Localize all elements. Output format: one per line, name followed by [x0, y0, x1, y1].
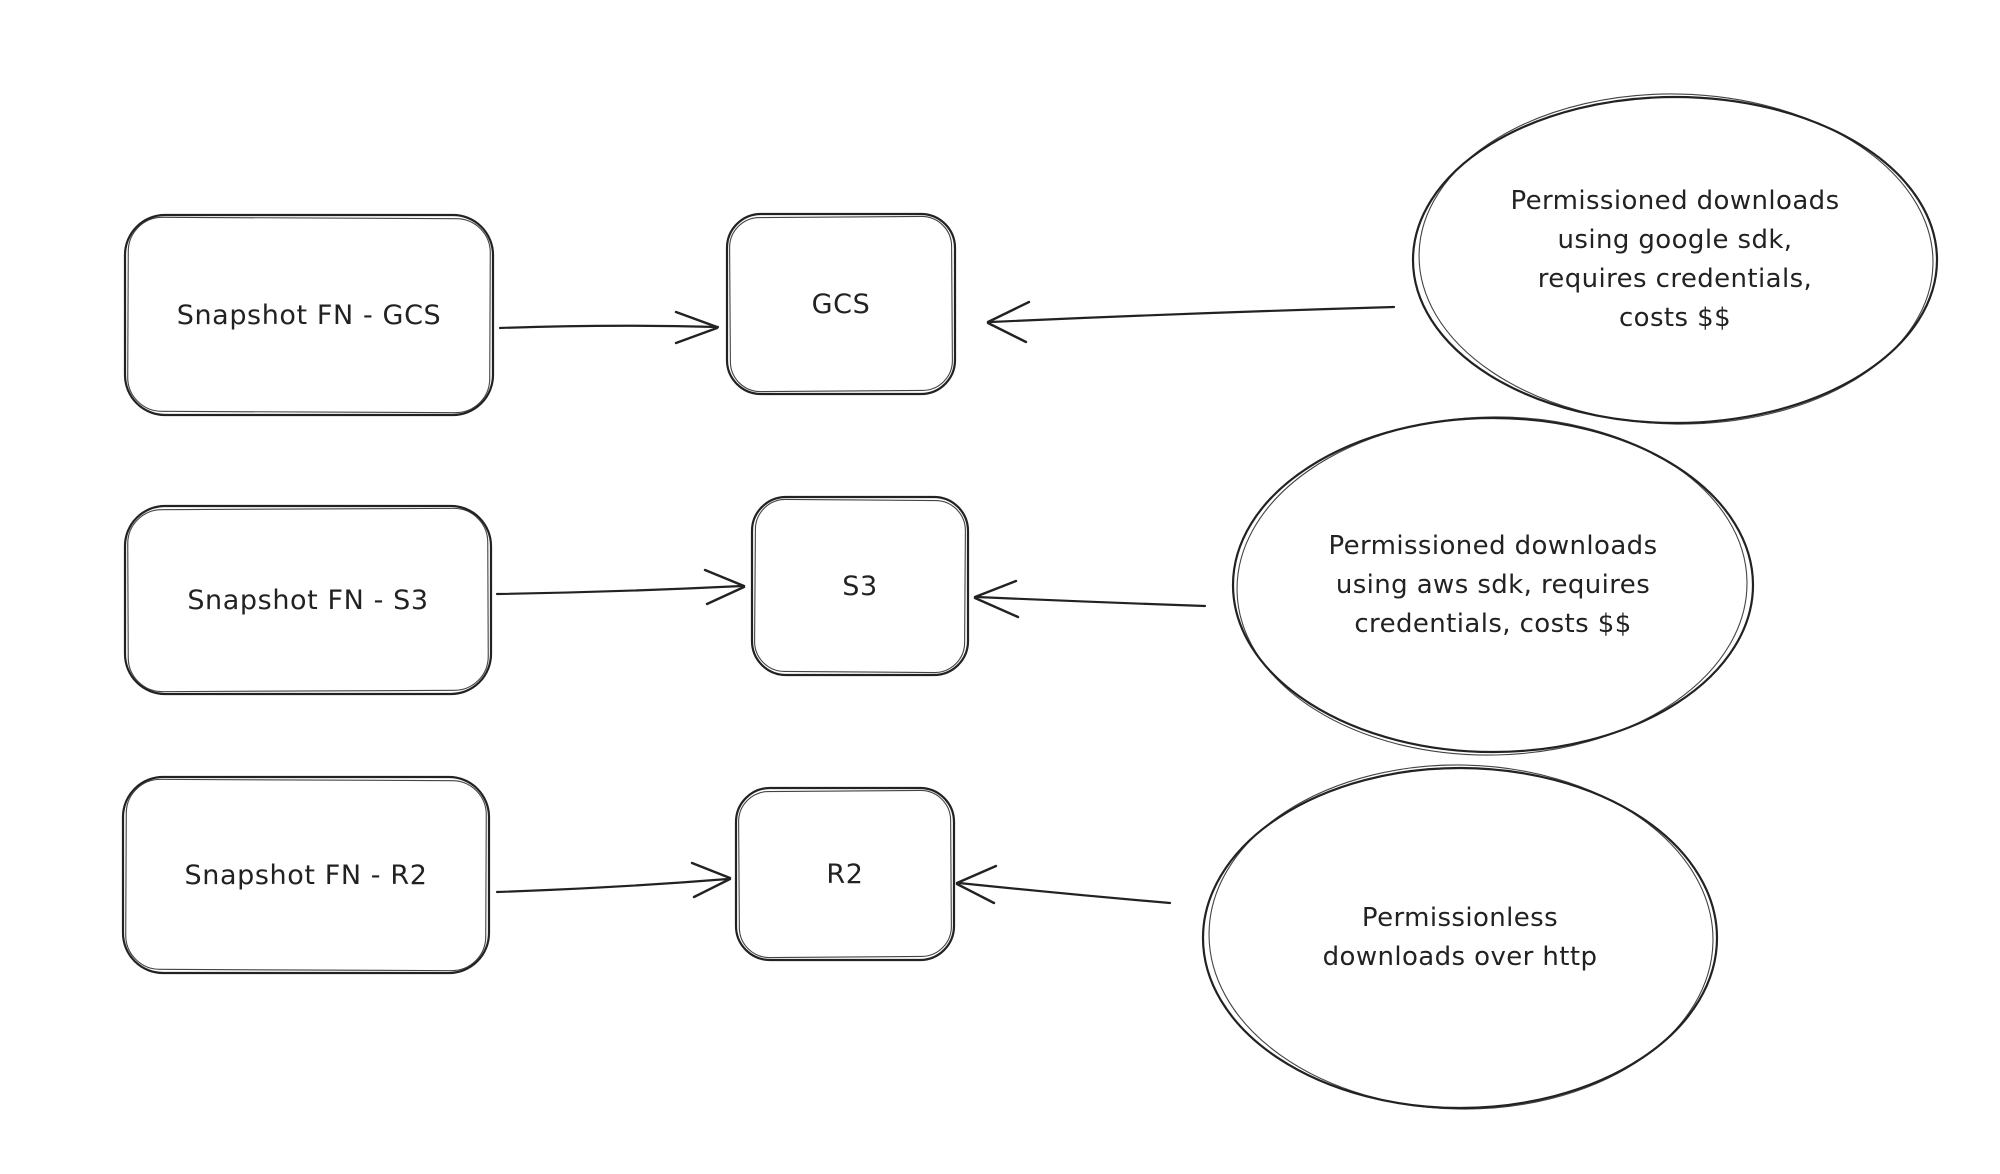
note-ellipse-r2-outline — [1201, 764, 1719, 1110]
source-box-gcs-outline — [123, 213, 495, 417]
target-box-gcs-outline — [725, 212, 957, 396]
arrow-note-to-gcs — [986, 300, 1396, 344]
arrow-source-to-r2 — [495, 861, 732, 899]
note-ellipse-gcs-outline — [1411, 93, 1939, 425]
arrow-source-to-s3 — [495, 568, 746, 606]
note-ellipse-s3-outline — [1231, 416, 1755, 756]
arrow-note-to-s3 — [973, 579, 1207, 619]
arrow-source-to-gcs — [498, 310, 720, 345]
source-box-s3-outline — [123, 504, 493, 696]
source-box-r2-outline — [121, 775, 491, 975]
target-box-s3-outline — [750, 495, 970, 677]
arrow-note-to-r2 — [955, 864, 1172, 905]
target-box-r2-outline — [734, 786, 956, 962]
